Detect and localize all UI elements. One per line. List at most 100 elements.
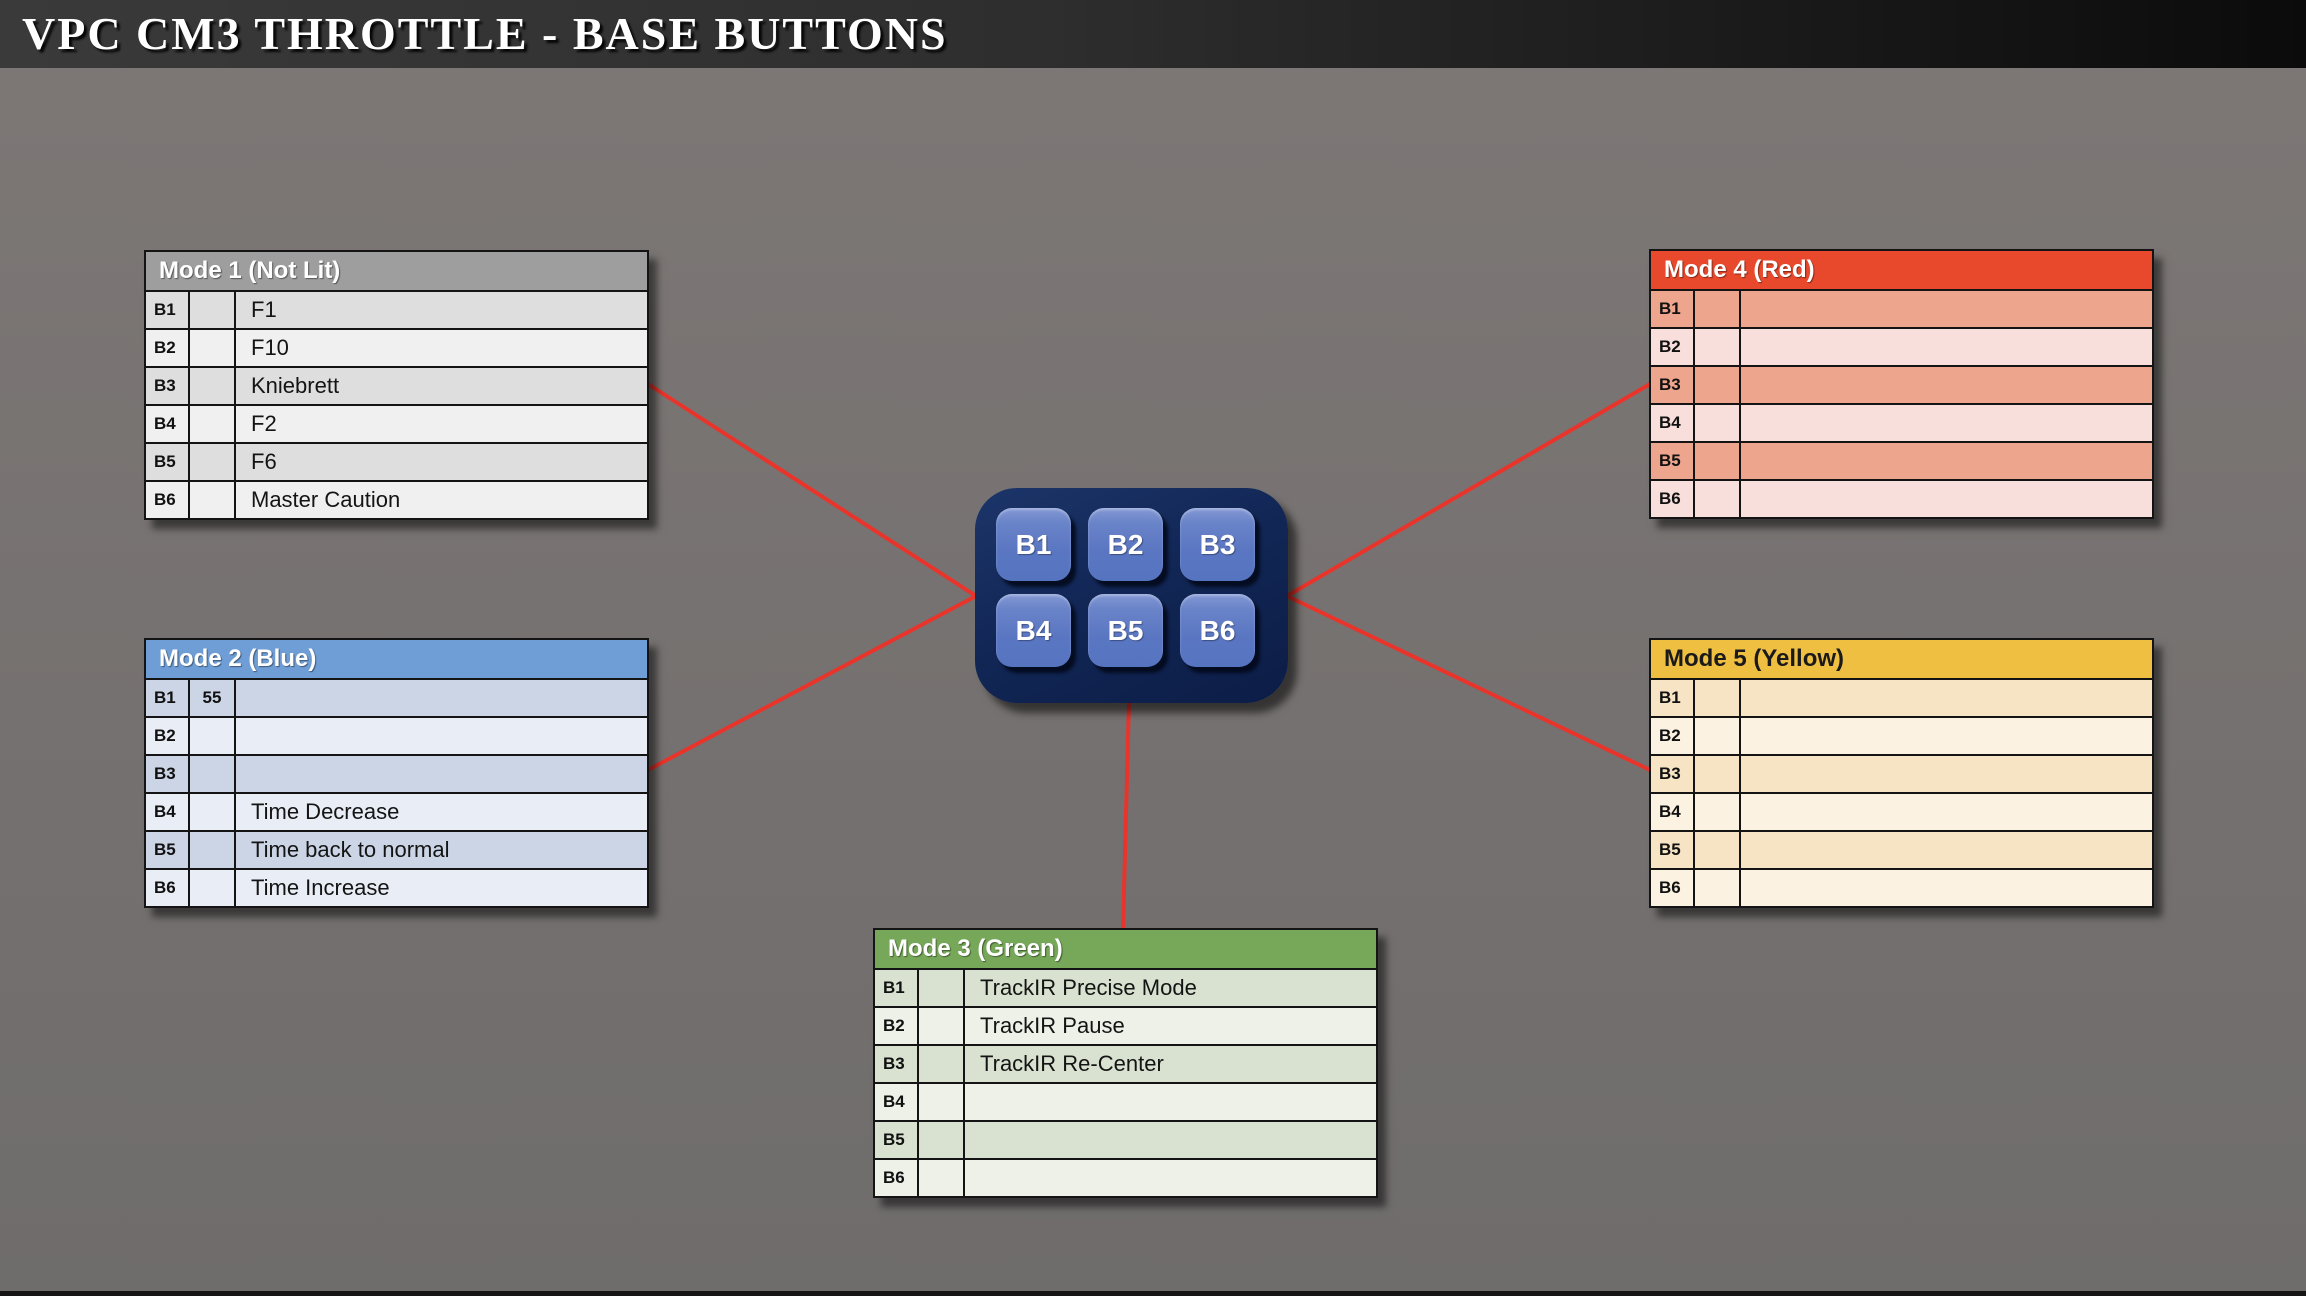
action-cell xyxy=(1741,680,2152,716)
action-cell xyxy=(1741,405,2152,441)
connector-line-mode2 xyxy=(647,594,977,772)
action-cell xyxy=(1741,718,2152,754)
pad-button-b4[interactable]: B4 xyxy=(996,594,1071,667)
action-cell xyxy=(1741,367,2152,403)
table-row: B1 xyxy=(1651,289,2152,327)
modifier-cell xyxy=(1695,832,1741,868)
button-pad: B1 B2 B3 B4 B5 B6 xyxy=(975,488,1288,703)
modifier-cell xyxy=(1695,718,1741,754)
table-row: B2 F10 xyxy=(146,328,647,366)
modifier-cell xyxy=(1695,756,1741,792)
action-cell xyxy=(965,1122,1376,1158)
action-cell xyxy=(236,718,647,754)
table-row: B4 F2 xyxy=(146,404,647,442)
button-id-cell: B6 xyxy=(1651,481,1695,517)
mode1-table-header: Mode 1 (Not Lit) xyxy=(146,252,647,290)
connector-line-mode1 xyxy=(646,382,978,598)
button-id-cell: B2 xyxy=(146,330,190,366)
modifier-cell xyxy=(919,1046,965,1082)
table-row: B5 F6 xyxy=(146,442,647,480)
table-row: B6 xyxy=(1651,868,2152,906)
table-row: B2 xyxy=(1651,327,2152,365)
button-id-cell: B5 xyxy=(1651,832,1695,868)
action-cell: F10 xyxy=(251,335,289,360)
action-cell xyxy=(1741,870,2152,906)
button-id-cell: B6 xyxy=(875,1160,919,1196)
action-cell: F6 xyxy=(251,449,277,474)
button-id-cell: B4 xyxy=(1651,405,1695,441)
modifier-cell xyxy=(1695,443,1741,479)
mode2-table: Mode 2 (Blue) B1 55 B2 B3 B4 Time Decrea… xyxy=(144,638,649,908)
button-id-cell: B1 xyxy=(1651,680,1695,716)
button-id-cell: B4 xyxy=(875,1084,919,1120)
button-id-cell: B1 xyxy=(875,970,919,1006)
modifier-cell xyxy=(190,444,236,480)
action-cell: TrackIR Re-Center xyxy=(980,1051,1164,1076)
table-row: B1 55 xyxy=(146,678,647,716)
modifier-cell xyxy=(919,1084,965,1120)
button-id-cell: B3 xyxy=(875,1046,919,1082)
action-cell xyxy=(236,680,647,716)
connector-line-mode3 xyxy=(1121,700,1131,930)
action-cell xyxy=(1741,481,2152,517)
action-cell: Kniebrett xyxy=(251,373,340,398)
modifier-cell xyxy=(919,1008,965,1044)
action-cell xyxy=(1741,443,2152,479)
button-id-cell: B6 xyxy=(146,870,190,906)
modifier-cell xyxy=(190,794,236,830)
action-cell xyxy=(965,1084,1376,1120)
button-id-cell: B2 xyxy=(1651,329,1695,365)
table-row: B3 xyxy=(1651,754,2152,792)
button-id-cell: B3 xyxy=(146,756,190,792)
button-id-cell: B3 xyxy=(1651,367,1695,403)
modifier-cell xyxy=(190,870,236,906)
button-id-cell: B5 xyxy=(875,1122,919,1158)
action-cell: F1 xyxy=(251,297,277,322)
action-cell: TrackIR Pause xyxy=(980,1013,1125,1038)
table-row: B4 Time Decrease xyxy=(146,792,647,830)
table-row: B1 xyxy=(1651,678,2152,716)
table-row: B3 xyxy=(146,754,647,792)
table-row: B6 Master Caution xyxy=(146,480,647,518)
action-cell xyxy=(965,1160,1376,1196)
pad-button-b5[interactable]: B5 xyxy=(1088,594,1163,667)
action-cell: Time back to normal xyxy=(251,837,450,862)
action-cell: Time Increase xyxy=(251,875,390,900)
mode5-table: Mode 5 (Yellow) B1 B2 B3 B4 B5 B6 xyxy=(1649,638,2154,908)
button-id-cell: B4 xyxy=(146,406,190,442)
action-cell: F2 xyxy=(251,411,277,436)
modifier-cell xyxy=(190,292,236,328)
modifier-cell xyxy=(190,756,236,792)
action-cell: TrackIR Precise Mode xyxy=(980,975,1197,1000)
modifier-cell xyxy=(190,718,236,754)
bottom-edge-strip xyxy=(0,1291,2306,1296)
table-row: B5 xyxy=(1651,441,2152,479)
mode5-table-header: Mode 5 (Yellow) xyxy=(1651,640,2152,678)
modifier-cell xyxy=(1695,405,1741,441)
action-cell xyxy=(1741,832,2152,868)
table-row: B4 xyxy=(1651,403,2152,441)
table-row: B5 Time back to normal xyxy=(146,830,647,868)
button-id-cell: B5 xyxy=(1651,443,1695,479)
modifier-cell xyxy=(1695,367,1741,403)
mode3-table: Mode 3 (Green) B1 TrackIR Precise Mode B… xyxy=(873,928,1378,1198)
pad-button-b2[interactable]: B2 xyxy=(1088,508,1163,581)
pad-button-b6[interactable]: B6 xyxy=(1180,594,1255,667)
table-row: B3 Kniebrett xyxy=(146,366,647,404)
pad-button-b1[interactable]: B1 xyxy=(996,508,1071,581)
modifier-cell xyxy=(1695,794,1741,830)
table-row: B6 xyxy=(1651,479,2152,517)
button-id-cell: B1 xyxy=(1651,291,1695,327)
pad-button-b3[interactable]: B3 xyxy=(1180,508,1255,581)
modifier-cell xyxy=(190,406,236,442)
page-title: VPC CM3 THROTTLE - BASE BUTTONS xyxy=(22,8,948,59)
button-id-cell: B3 xyxy=(1651,756,1695,792)
modifier-cell xyxy=(190,368,236,404)
table-row: B2 TrackIR Pause xyxy=(875,1006,1376,1044)
button-id-cell: B1 xyxy=(146,292,190,328)
button-id-cell: B2 xyxy=(1651,718,1695,754)
mode1-table: Mode 1 (Not Lit) B1 F1 B2 F10 B3 Kniebre… xyxy=(144,250,649,520)
action-cell: Time Decrease xyxy=(251,799,400,824)
